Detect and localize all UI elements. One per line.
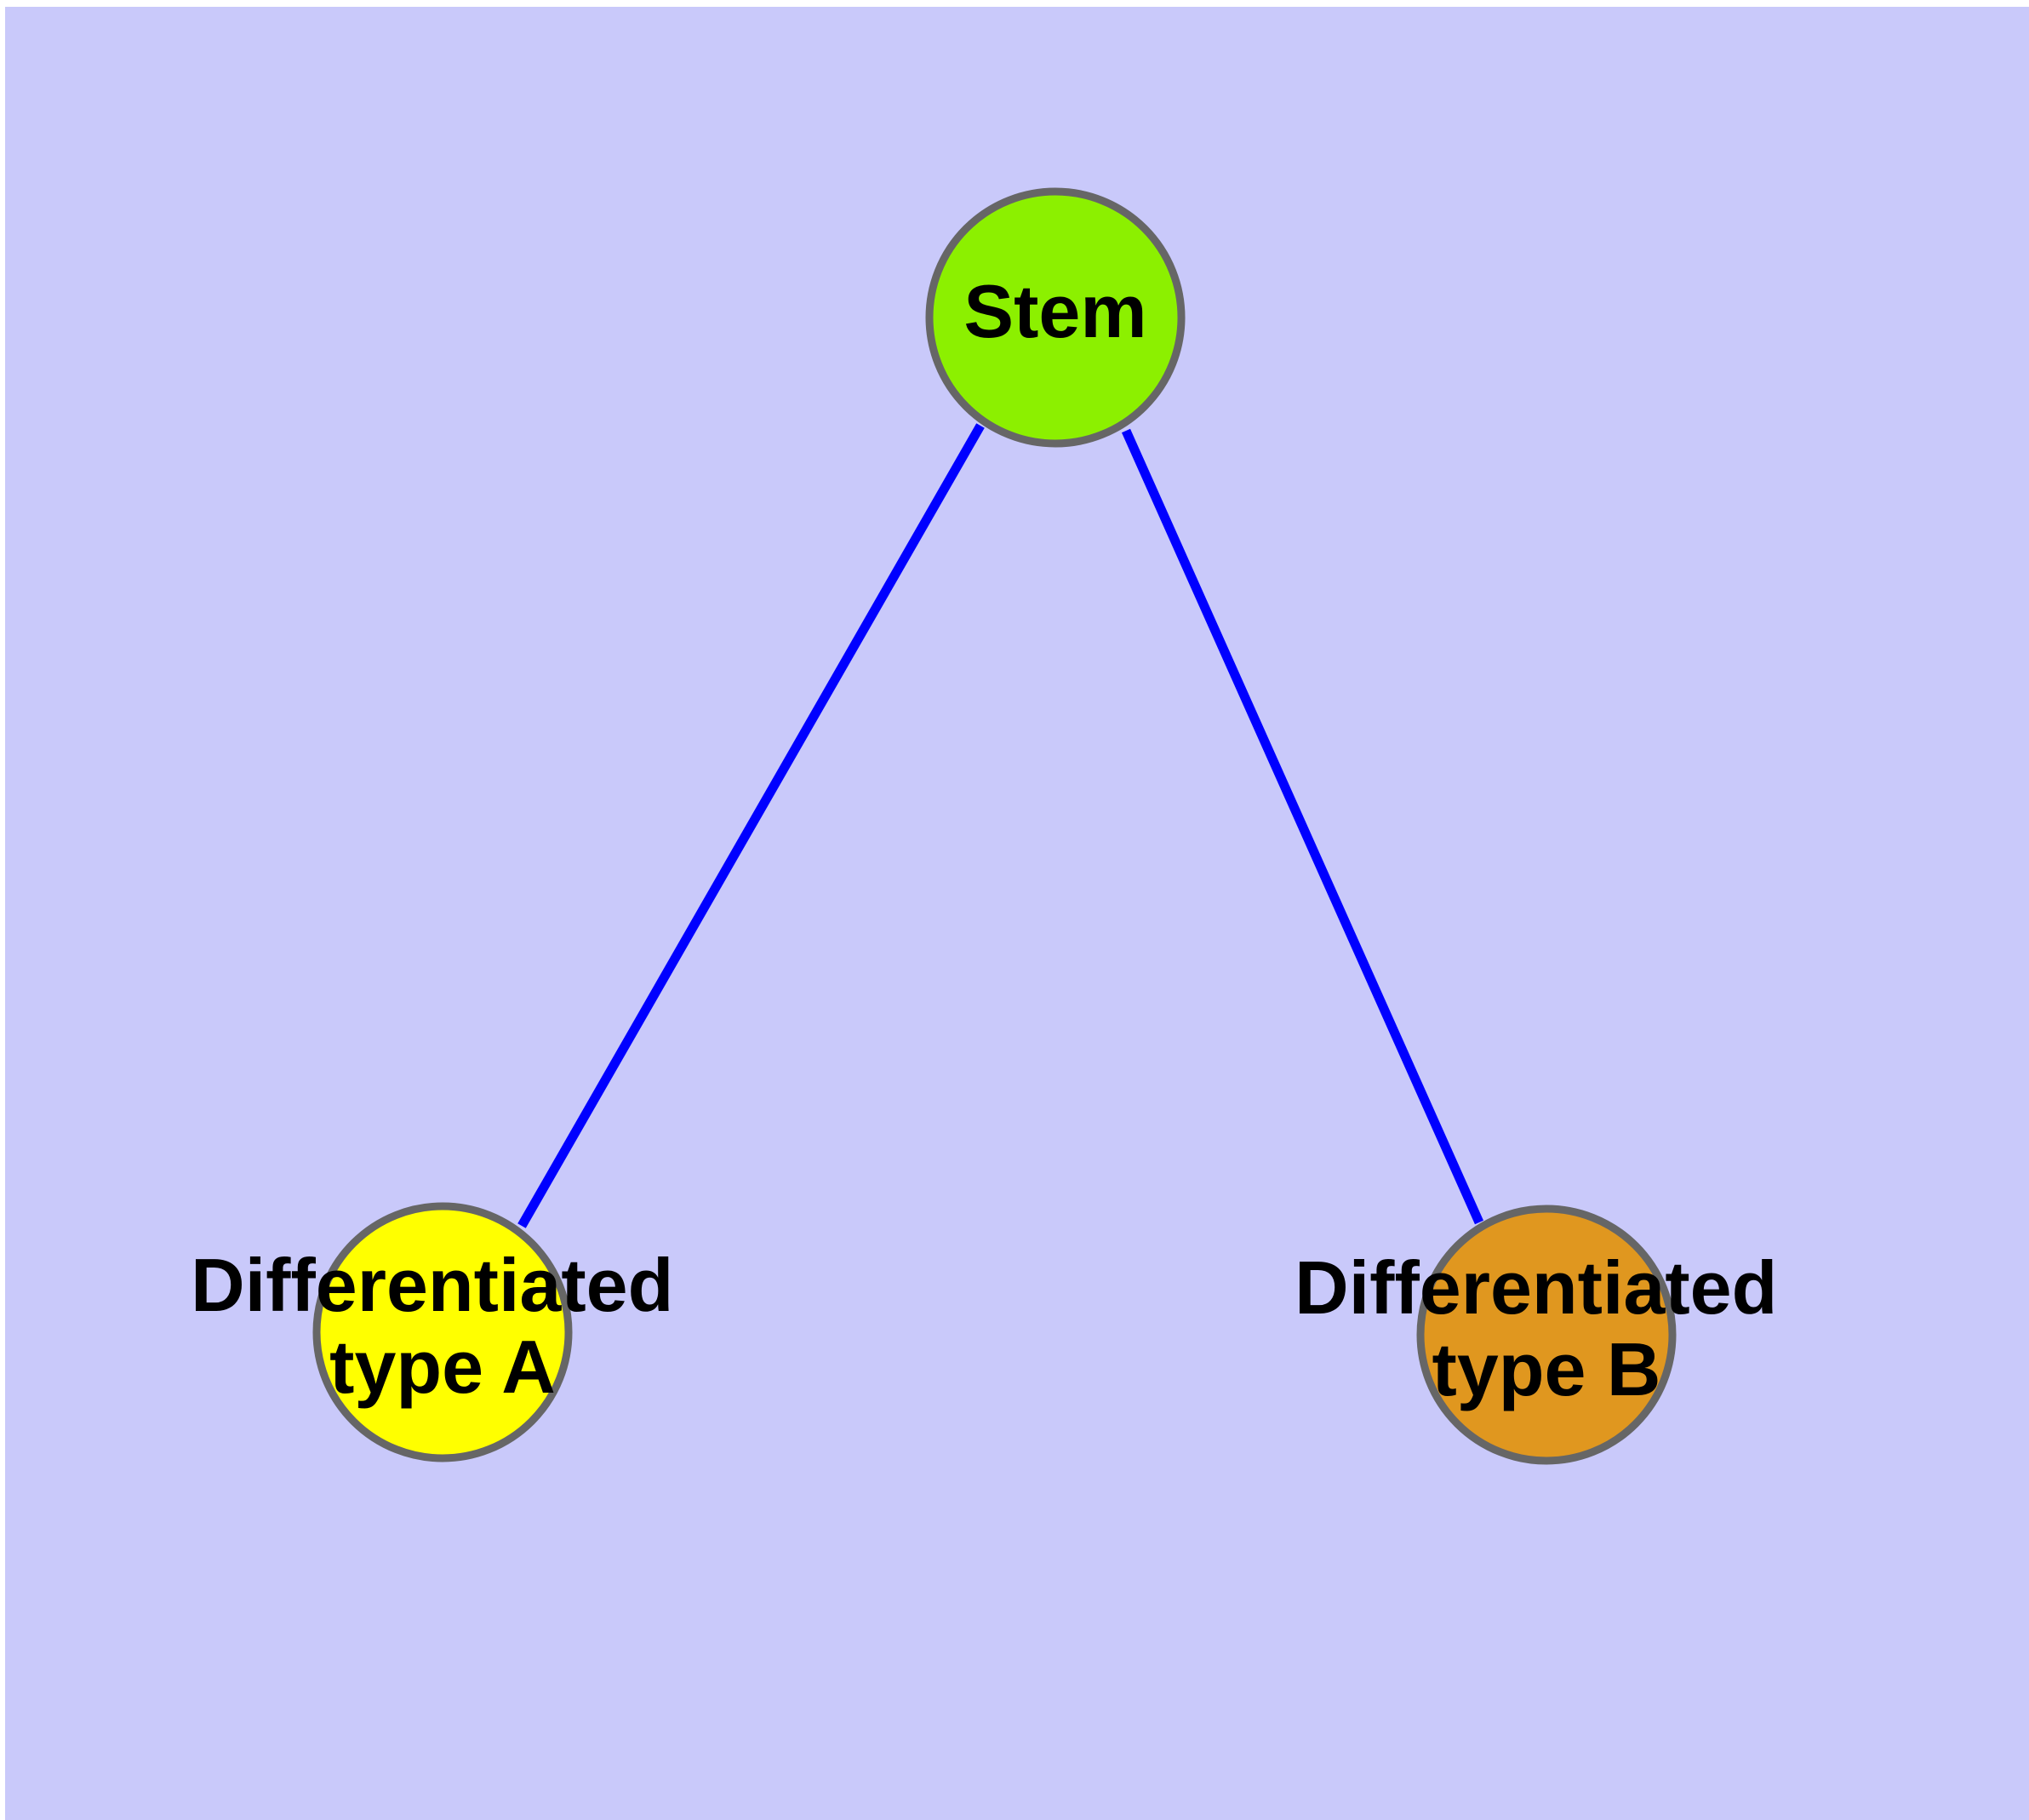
node-differentiated-type-a[interactable]: Differentiated type A [191, 1202, 694, 1462]
edge-stem-to-diff-b[interactable] [1121, 428, 1484, 1225]
node-differentiated-type-b[interactable]: Differentiated type B [1295, 1205, 1798, 1465]
node-differentiated-type-b-label-line-1: Differentiated [1295, 1245, 1777, 1330]
node-differentiated-type-a-label-line-1: Differentiated [191, 1243, 673, 1327]
edges-layer [517, 423, 1484, 1228]
node-stem[interactable]: Stem [925, 187, 1186, 448]
node-differentiated-type-b-label-line-2: type B [1432, 1327, 1661, 1411]
nodes-layer: Stem Differentiated type A Differentiate… [191, 187, 1798, 1465]
node-differentiated-type-a-label: Differentiated type A [191, 1243, 694, 1409]
node-differentiated-type-a-label-line-2: type A [329, 1325, 556, 1409]
node-stem-circle[interactable] [925, 187, 1186, 448]
node-differentiated-type-a-circle[interactable] [312, 1202, 573, 1462]
node-stem-label: Stem [963, 269, 1146, 353]
node-differentiated-type-b-circle[interactable] [1416, 1205, 1677, 1465]
node-differentiated-type-b-label: Differentiated type B [1295, 1245, 1798, 1411]
edge-stem-to-diff-a[interactable] [517, 423, 985, 1228]
node-stem-label-line-1: Stem [963, 269, 1146, 353]
